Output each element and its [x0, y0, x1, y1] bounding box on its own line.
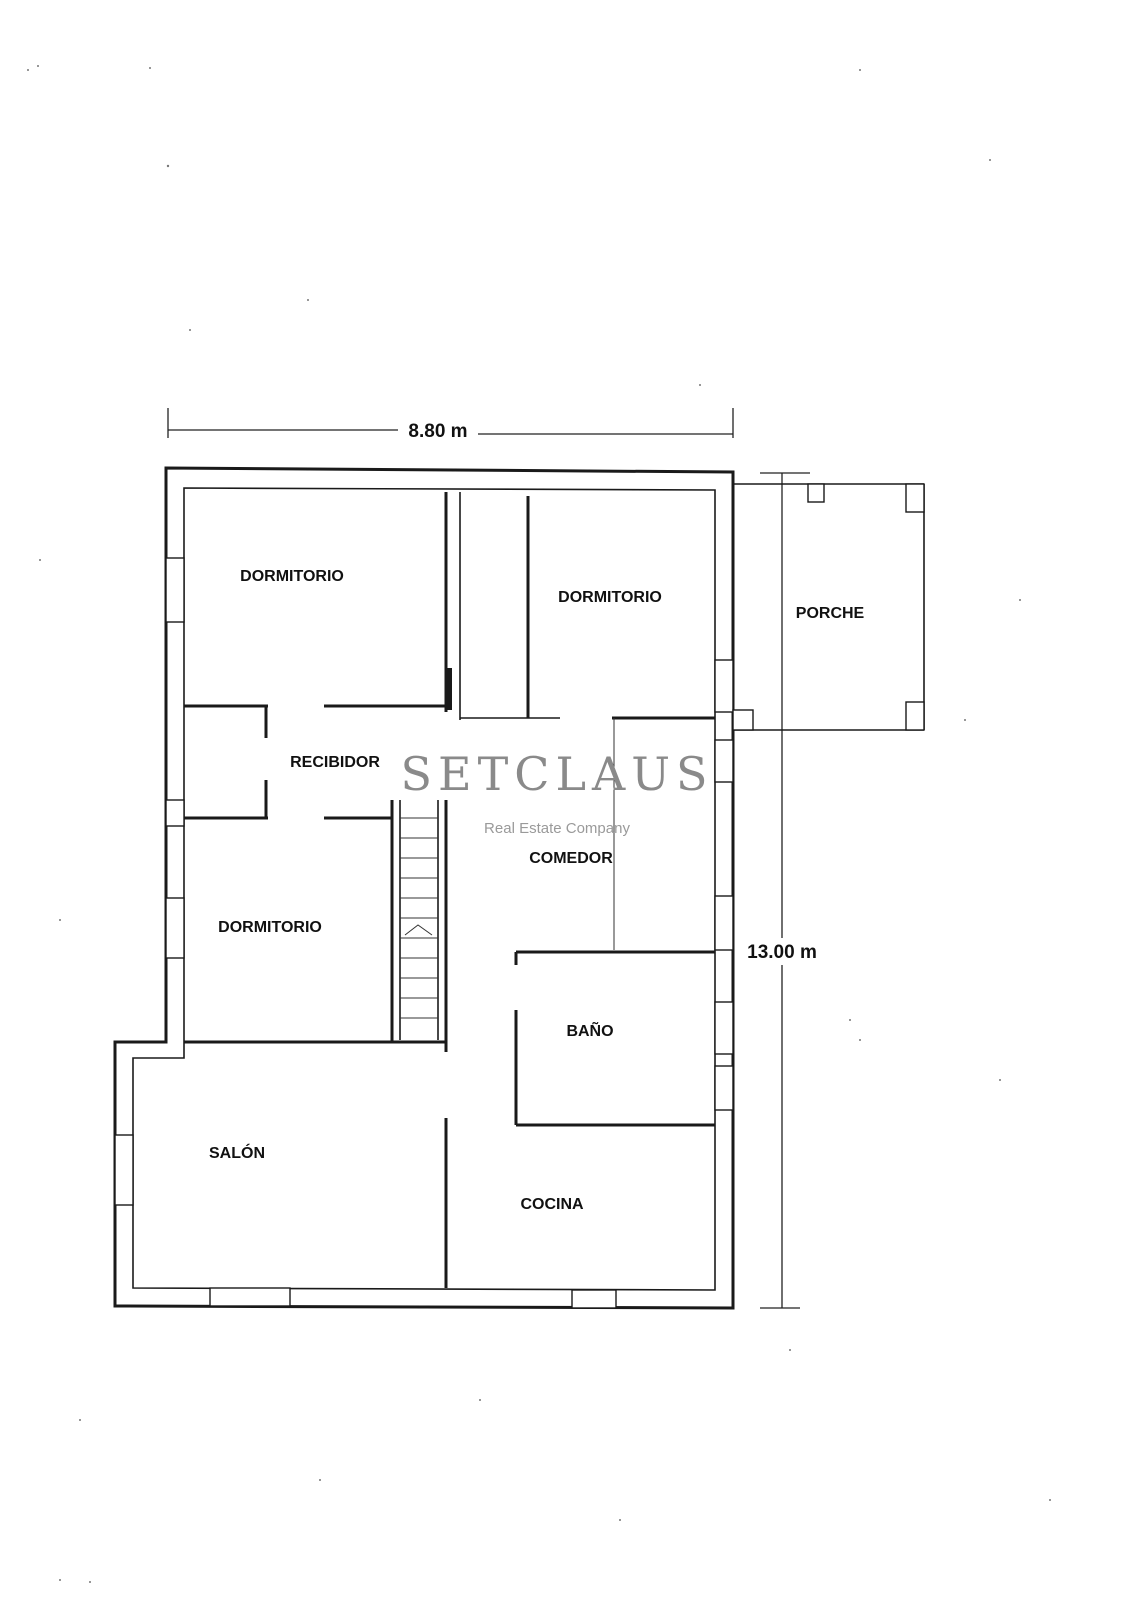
room-label-porche: PORCHE — [796, 605, 865, 622]
staircase — [399, 800, 439, 1040]
room-label-salon: SALÓN — [209, 1143, 265, 1162]
room-label-dormitorio-1: DORMITORIO — [240, 568, 344, 585]
watermark-brand: SETCLAUS — [400, 747, 713, 801]
room-label-bano: BAÑO — [566, 1020, 613, 1040]
scan-noise — [27, 65, 1051, 1583]
watermark-tagline: Real Estate Company — [484, 820, 630, 837]
exterior-walls — [113, 466, 735, 1310]
windows — [114, 557, 734, 1309]
height-label: 13.00 m — [747, 942, 817, 963]
height-dimension — [760, 472, 810, 1309]
room-label-recibidor: RECIBIDOR — [290, 754, 380, 771]
porch-structure — [732, 483, 925, 731]
room-label-comedor: COMEDOR — [529, 850, 613, 867]
room-label-cocina: COCINA — [520, 1196, 584, 1213]
width-dimension — [167, 408, 734, 438]
interior-walls — [184, 492, 715, 1288]
width-label: 8.80 m — [408, 421, 467, 442]
room-label-dormitorio-2: DORMITORIO — [558, 589, 662, 606]
room-label-dormitorio-3: DORMITORIO — [218, 919, 322, 936]
